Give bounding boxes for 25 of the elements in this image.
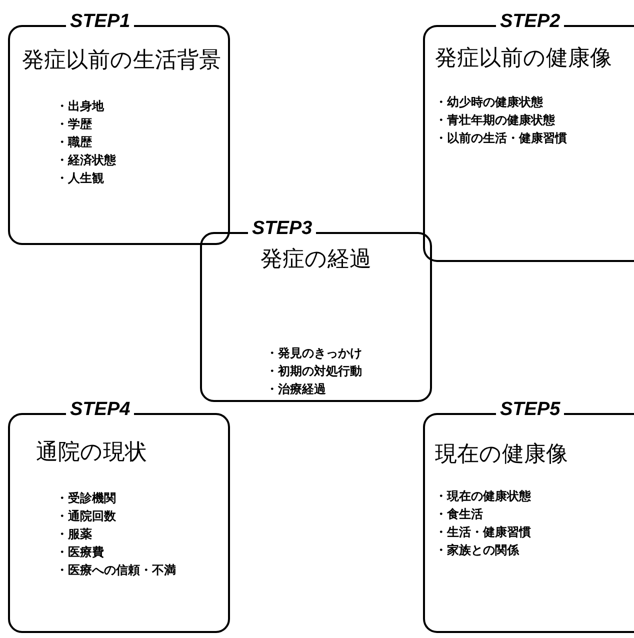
box-heading: 発症以前の生活背景 — [22, 47, 221, 75]
list-item: ・幼少時の健康状態 — [435, 94, 544, 111]
box-heading: 発症以前の健康像 — [435, 45, 612, 73]
list-item: ・発見のきっかけ — [266, 345, 362, 362]
list-item: ・経済状態 — [56, 152, 116, 169]
box-heading: 通院の現状 — [36, 439, 147, 467]
list-item: ・受診機関 — [56, 490, 117, 507]
list-item: ・通院回数 — [56, 508, 117, 525]
list-item: ・学歴 — [56, 116, 93, 133]
list-item: ・医療への信頼・不満 — [56, 562, 176, 579]
list-item: ・医療費 — [56, 544, 105, 561]
list-item: ・初期の対処行動 — [266, 363, 362, 380]
list-item: ・職歴 — [56, 134, 93, 151]
box-heading: 発症の経過 — [260, 246, 372, 274]
list-item: ・生活・健康習慣 — [435, 524, 531, 541]
list-item: ・以前の生活・健康習慣 — [435, 130, 567, 147]
list-item: ・家族との関係 — [435, 542, 520, 559]
list-item: ・治療経過 — [266, 381, 327, 398]
list-item: ・出身地 — [56, 98, 105, 115]
list-item: ・服薬 — [56, 526, 93, 543]
box-heading: 現在の健康像 — [435, 441, 568, 469]
list-item: ・人生観 — [56, 170, 105, 187]
list-item: ・食生活 — [435, 506, 484, 523]
list-item: ・現在の健康状態 — [435, 488, 531, 505]
list-item: ・青壮年期の健康状態 — [435, 112, 556, 129]
